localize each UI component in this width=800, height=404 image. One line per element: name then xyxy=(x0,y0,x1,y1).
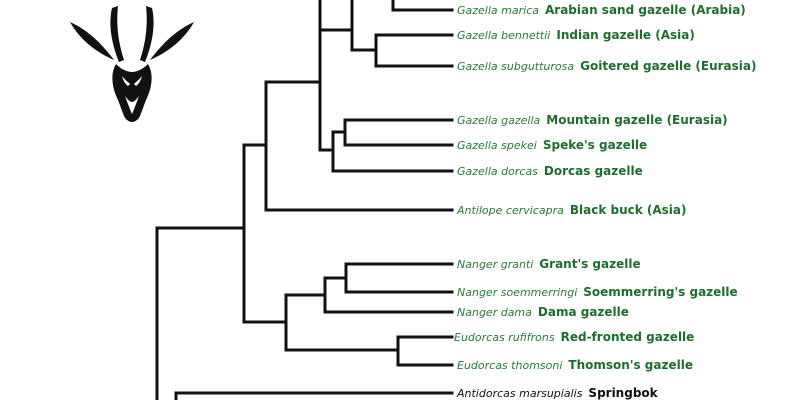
leaf-gazella-subgutturosa: Gazella subgutturosa Goitered gazelle (Eu… xyxy=(457,56,756,76)
branch xyxy=(343,118,454,147)
leaf-nanger-dama: Nanger dama Dama gazelle xyxy=(457,302,629,322)
leaf-nanger-soemmerringi: Nanger soemmerringi Soemmerring's gazelle xyxy=(457,282,738,302)
scientific-name: Nanger dama xyxy=(457,306,532,319)
scientific-name: Gazella spekei xyxy=(457,139,537,152)
leaf-gazella-marica: Gazella marica Arabian sand gazelle (Arab… xyxy=(457,0,746,20)
scientific-name: Antidorcas marsupialis xyxy=(457,387,583,400)
leaf-gazella-spekei: Gazella spekei Speke's gazelle xyxy=(457,135,647,155)
branch xyxy=(391,0,454,12)
gazelle-head-logo-icon xyxy=(70,6,194,122)
common-name: Springbok xyxy=(588,386,658,400)
leaf-eudorcas-rufifrons: Eudorcas rufifrons Red-fronted gazelle xyxy=(454,327,694,347)
branch xyxy=(318,0,354,32)
leaf-gazella-dorcas: Gazella dorcas Dorcas gazelle xyxy=(457,161,643,181)
common-name: Speke's gazelle xyxy=(542,138,648,152)
scientific-name: Eudorcas thomsoni xyxy=(457,359,563,372)
scientific-name: Gazella dorcas xyxy=(457,165,538,178)
common-name: Arabian sand gazelle (Arabia) xyxy=(544,3,746,17)
leaf-nanger-granti: Nanger granti Grant's gazelle xyxy=(457,254,641,274)
leaf-gazella-gazella: Gazella gazella Mountain gazelle (Eurasia… xyxy=(457,110,728,130)
branch xyxy=(396,335,454,367)
common-name: Red-fronted gazelle xyxy=(560,330,695,344)
scientific-name: Gazella subgutturosa xyxy=(457,60,575,73)
scientific-name: Gazella bennettii xyxy=(457,29,551,42)
branch xyxy=(323,276,454,314)
common-name: Black buck (Asia) xyxy=(569,203,687,217)
scientific-name: Nanger soemmerringi xyxy=(457,286,578,299)
leaf-antidorcas-marsupialis: Antidorcas marsupialis Springbok xyxy=(457,383,658,403)
branch xyxy=(264,80,454,212)
leaf-eudorcas-thomsoni: Eudorcas thomsoni Thomson's gazelle xyxy=(457,355,693,375)
leaf-antilope-cervicapra: Antilope cervicapra Black buck (Asia) xyxy=(457,200,687,220)
scientific-name: Eudorcas rufifrons xyxy=(454,331,555,344)
common-name: Indian gazelle (Asia) xyxy=(556,28,695,42)
branch xyxy=(350,8,378,52)
branch xyxy=(344,262,454,294)
scientific-name: Gazella marica xyxy=(457,4,539,17)
leaf-gazella-bennettii: Gazella bennettii Indian gazelle (Asia) xyxy=(457,25,695,45)
common-name: Dama gazelle xyxy=(537,305,629,319)
scientific-name: Antilope cervicapra xyxy=(457,204,564,217)
branch xyxy=(331,130,454,173)
common-name: Dorcas gazelle xyxy=(543,164,643,178)
common-name: Grant's gazelle xyxy=(539,257,641,271)
common-name: Goitered gazelle (Eurasia) xyxy=(580,59,757,73)
scientific-name: Nanger granti xyxy=(457,258,534,271)
common-name: Thomson's gazelle xyxy=(568,358,693,372)
common-name: Mountain gazelle (Eurasia) xyxy=(546,113,728,127)
common-name: Soemmerring's gazelle xyxy=(583,285,738,299)
scientific-name: Gazella gazella xyxy=(457,114,541,127)
